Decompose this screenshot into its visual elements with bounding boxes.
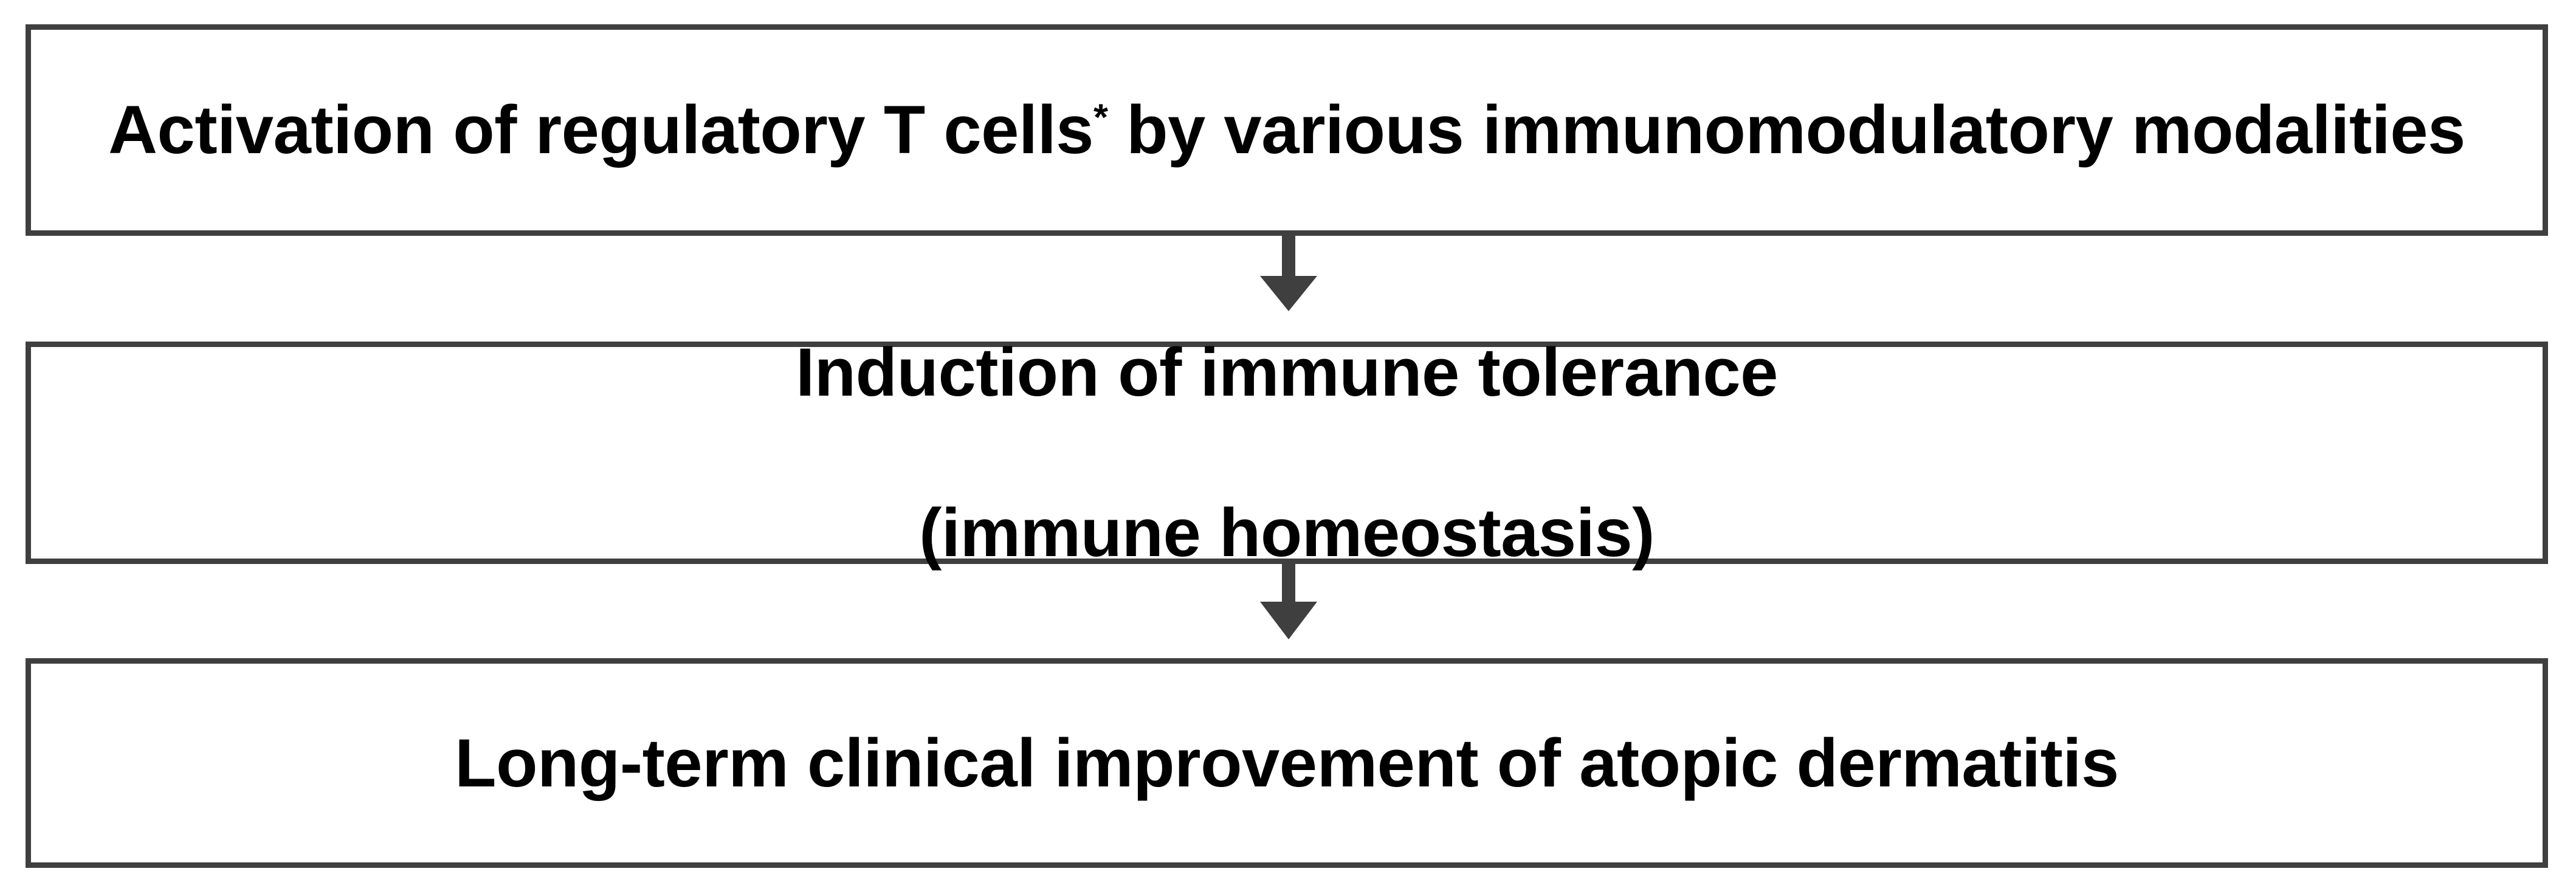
flow-box-step-2-line-1: Induction of immune tolerance [796,334,1778,410]
flow-box-step-3: Long-term clinical improvement of atopic… [26,658,2548,868]
down-arrow-icon [1260,563,1317,639]
footnote-asterisk-marker: * [1093,96,1108,139]
flow-box-step-3-label: Long-term clinical improvement of atopic… [455,724,2119,801]
step-1-text-after-marker: by various immunomodulatory modalities [1107,92,2465,168]
flow-box-step-2-line-2: (immune homeostasis) [919,495,1655,571]
flow-box-step-2-label: Induction of immune tolerance (immune ho… [796,252,1778,654]
flow-box-step-1: Activation of regulatory T cells* by var… [26,24,2548,236]
step-1-text-before-marker: Activation of regulatory T cells [108,92,1093,168]
connector-2-down-arrow [1258,563,1319,641]
connector-1-down-arrow [1258,235,1319,312]
flow-box-step-2: Induction of immune tolerance (immune ho… [26,334,2548,571]
flow-box-step-1-label: Activation of regulatory T cells* by var… [108,89,2465,171]
down-arrow-icon [1260,235,1317,311]
